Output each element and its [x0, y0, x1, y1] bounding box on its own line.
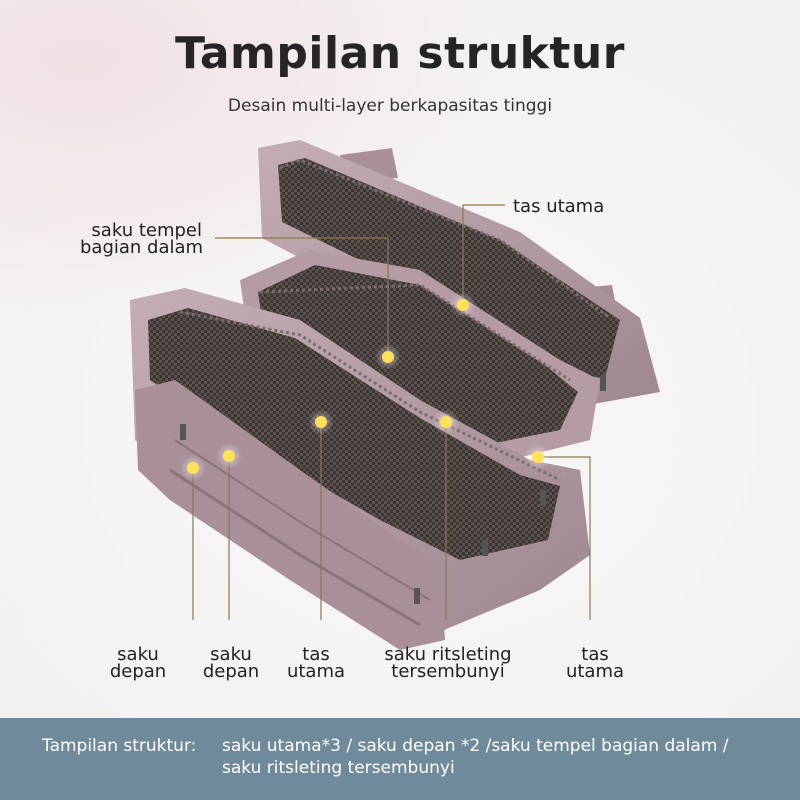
footer-label: Tampilan struktur: [42, 736, 197, 756]
label-main-top: tas utama [513, 196, 605, 217]
zipper-pull [482, 540, 488, 556]
dot-main-b [525, 444, 551, 470]
footer-line-1: saku utama*3 / saku depan *2 /saku tempe… [222, 736, 729, 756]
middle-lining [258, 265, 578, 448]
label-main-a: tas utama [286, 644, 346, 682]
page-title: Tampilan struktur [175, 28, 625, 79]
dot-front-1 [180, 455, 206, 481]
dot-main-a [308, 409, 334, 435]
zipper-pull [414, 588, 420, 604]
zipper-pull [600, 375, 606, 391]
label-front-2: saku depan [202, 644, 260, 682]
rear-lining [278, 158, 620, 378]
dot-front-2 [216, 443, 242, 469]
zipper-pull [540, 490, 546, 506]
label-inner-pocket: saku tempel bagian dalam [80, 220, 204, 258]
label-front-1: saku depan [109, 644, 167, 682]
zipper-pull [180, 424, 186, 440]
front-lining [148, 308, 560, 560]
dot-zip-pocket [433, 409, 459, 435]
footer-banner: Tampilan struktur: saku utama*3 / saku d… [0, 718, 800, 800]
leader-lines [192, 204, 591, 620]
dot-inner-pocket [375, 344, 401, 370]
label-main-b: tas utama [565, 644, 625, 682]
dot-main-top [450, 292, 476, 318]
callout-dots [180, 292, 551, 481]
bag-illustration [130, 140, 660, 650]
page-subtitle: Desain multi-layer berkapasitas tinggi [227, 96, 553, 116]
label-zip-pocket: saku ritsleting tersembunyi [384, 644, 512, 682]
footer-line-2: saku ritsleting tersembunyi [222, 758, 455, 778]
